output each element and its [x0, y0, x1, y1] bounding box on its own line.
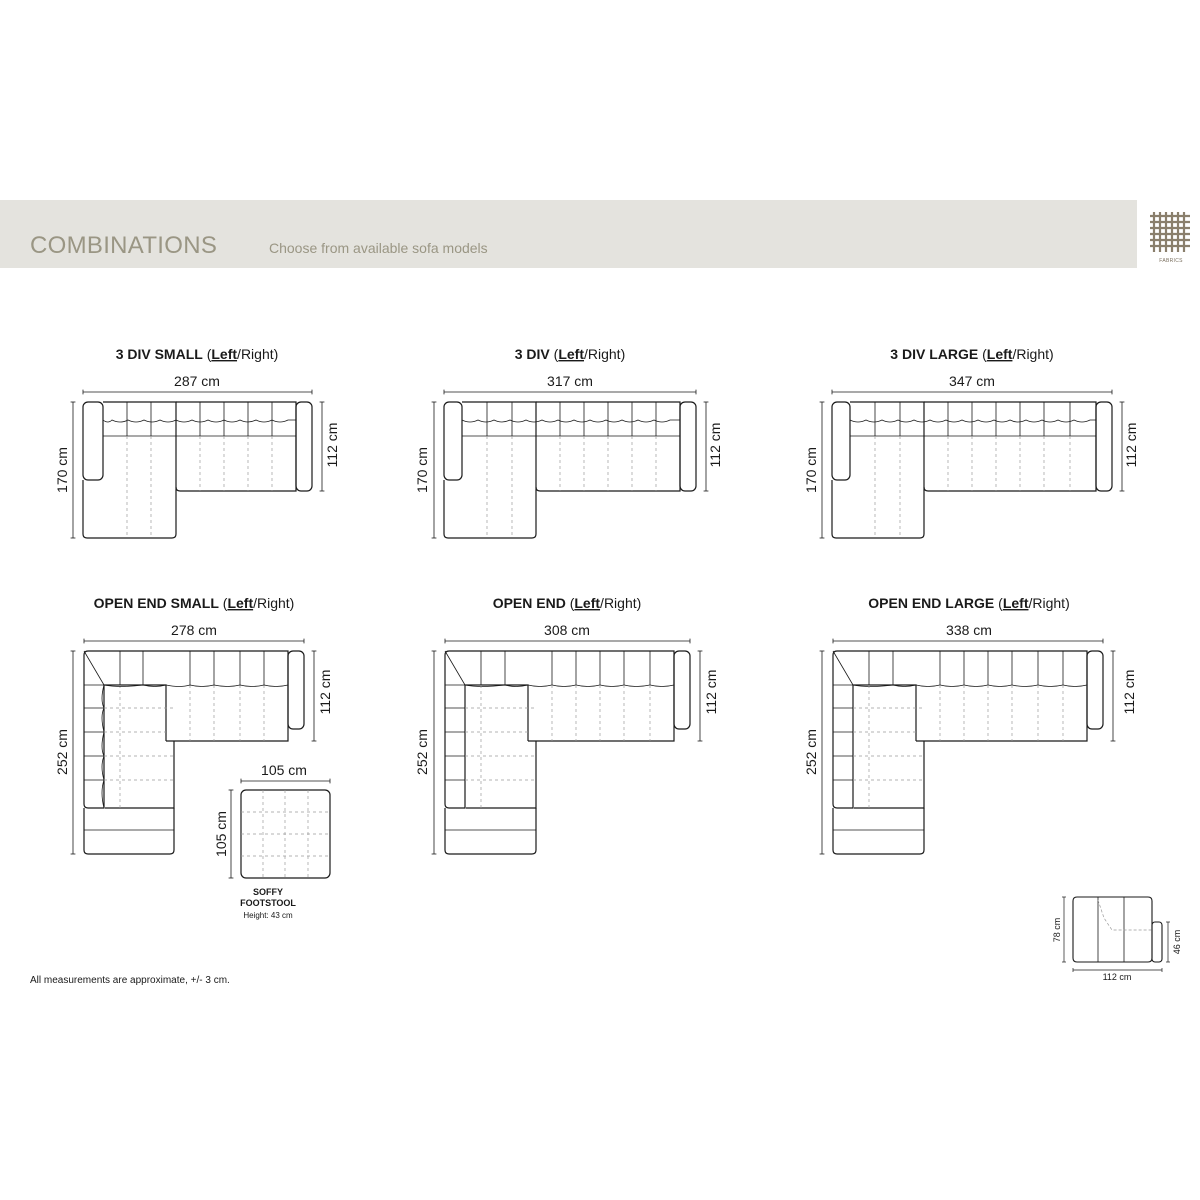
header-banner: [0, 200, 1137, 268]
chaise-depth-dimension: 252 cm: [803, 729, 819, 775]
sofa-plan: [832, 650, 1104, 855]
depth-dimension: 112 cm: [317, 670, 333, 715]
depth-dimension: 112 cm: [707, 423, 723, 468]
chaise-depth-dimension: 170 cm: [54, 447, 70, 493]
model-open-end-small[interactable]: OPEN END SMALL (Left/Right) 278 cm 252 c…: [54, 595, 333, 855]
chaise-depth-dimension: 252 cm: [414, 729, 430, 775]
fabrics-label: FABRICS: [1159, 258, 1183, 264]
fabric-weave-icon: [1150, 212, 1190, 252]
side-profile[interactable]: 78 cm 46 cm 112 cm: [1052, 896, 1182, 982]
model-title: OPEN END (Left/Right): [493, 595, 642, 611]
model-title: OPEN END LARGE (Left/Right): [868, 595, 1070, 611]
model-title: 3 DIV (Left/Right): [515, 346, 626, 362]
profile-shape: [1072, 896, 1163, 963]
model-title: 3 DIV LARGE (Left/Right): [890, 346, 1053, 362]
chaise-depth-dimension: 252 cm: [54, 729, 70, 775]
footstool-width-dimension: 105 cm: [261, 762, 307, 778]
width-dimension: 287 cm: [174, 373, 220, 389]
footstool-shape: [240, 789, 331, 879]
depth-dimension: 112 cm: [1121, 670, 1137, 715]
footstool-label: SOFFY FOOTSTOOL: [240, 887, 296, 908]
width-dimension: 347 cm: [949, 373, 995, 389]
width-dimension: 308 cm: [544, 622, 590, 638]
model-title: OPEN END SMALL (Left/Right): [94, 595, 295, 611]
depth-dimension: 112 cm: [324, 423, 340, 468]
profile-arm-height-dimension: 46 cm: [1172, 930, 1182, 955]
page-subtitle: Choose from available sofa models: [269, 240, 488, 256]
model-open-end[interactable]: OPEN END (Left/Right) 308 cm 252 cm 112 …: [414, 595, 719, 855]
sofa-plan: [444, 650, 691, 855]
footstool-depth-dimension: 105 cm: [213, 811, 229, 857]
width-dimension: 338 cm: [946, 622, 992, 638]
page-title: COMBINATIONS: [30, 232, 218, 259]
profile-depth-dimension: 112 cm: [1103, 972, 1132, 982]
profile-height-dimension: 78 cm: [1052, 918, 1062, 943]
model-3-div-large[interactable]: 3 DIV LARGE (Left/Right) 347 cm 170 cm 1…: [803, 346, 1139, 539]
sofa-plan: [831, 401, 1113, 539]
model-open-end-large[interactable]: OPEN END LARGE (Left/Right) 338 cm 252 c…: [803, 595, 1137, 855]
depth-dimension: 112 cm: [1123, 423, 1139, 468]
footstool-plan[interactable]: 105 cm 105 cm: [213, 762, 331, 879]
footstool-height: Height: 43 cm: [243, 911, 293, 920]
measurement-note: All measurements are approximate, +/- 3 …: [30, 975, 230, 986]
sofa-plan: [443, 401, 697, 539]
fabrics-link[interactable]: FABRICS: [1148, 210, 1194, 268]
model-title: 3 DIV SMALL (Left/Right): [116, 346, 279, 362]
sofa-plan: [82, 401, 313, 539]
model-3-div-small[interactable]: 3 DIV SMALL (Left/Right) 287 cm 170 cm 1…: [54, 346, 340, 539]
depth-dimension: 112 cm: [703, 670, 719, 715]
model-3-div[interactable]: 3 DIV (Left/Right) 317 cm 170 cm 112 cm: [414, 346, 723, 539]
sofa-plan: [83, 650, 305, 855]
width-dimension: 317 cm: [547, 373, 593, 389]
chaise-depth-dimension: 170 cm: [414, 447, 430, 493]
width-dimension: 278 cm: [171, 622, 217, 638]
chaise-depth-dimension: 170 cm: [803, 447, 819, 493]
